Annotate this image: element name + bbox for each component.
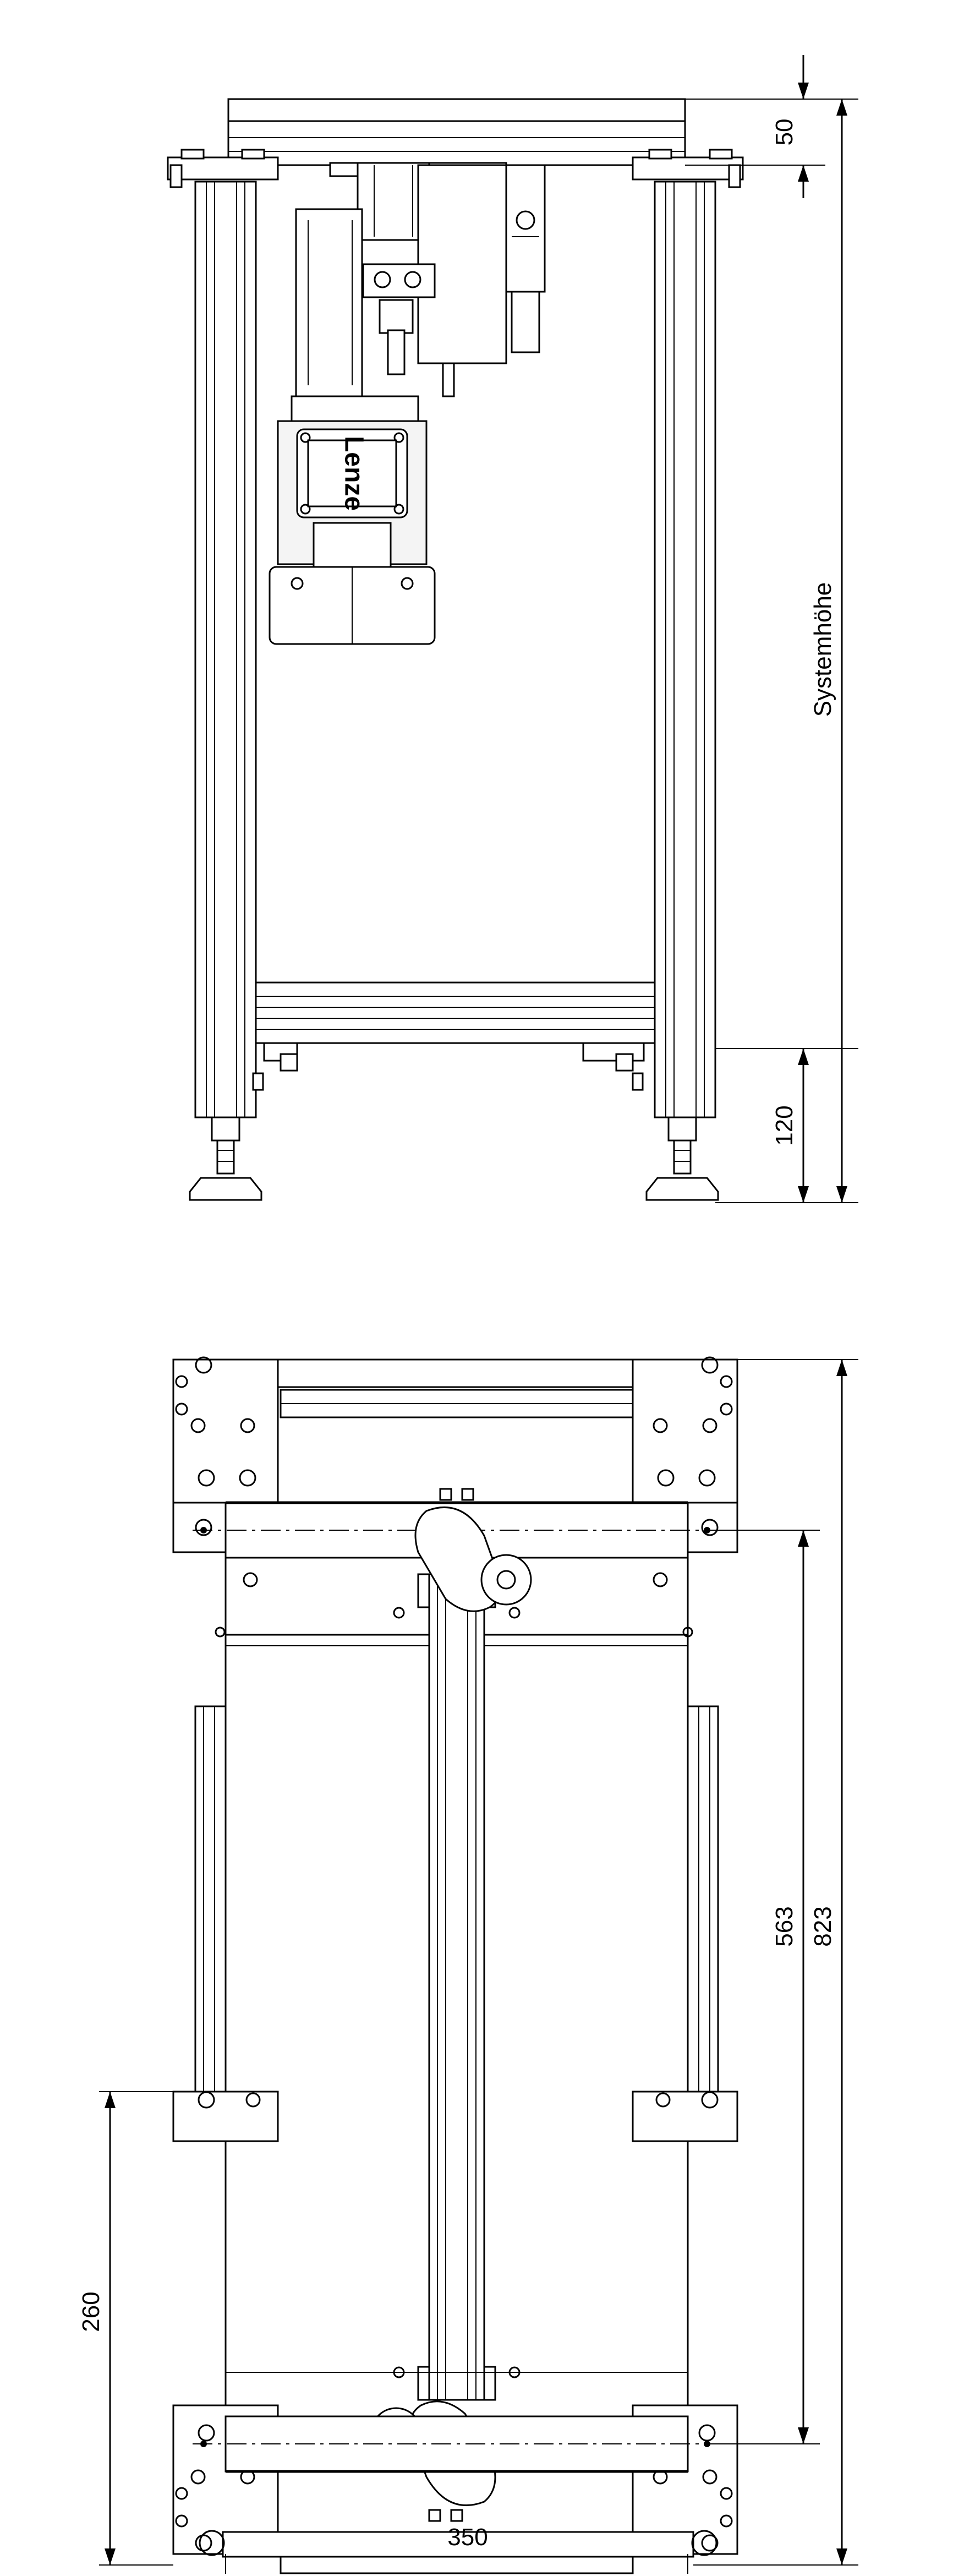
dim-823-label: 823 <box>809 1906 836 1946</box>
dim-350-label: 350 <box>447 2524 488 2551</box>
width-dimension <box>225 2554 688 2574</box>
left-foot <box>189 1116 262 1201</box>
top-view: 563 823 260 <box>78 1356 858 2574</box>
top-view-dimensions: 563 823 260 <box>78 1359 858 2566</box>
drive-assembly <box>295 162 546 397</box>
bottom-end-rail <box>199 2530 717 2574</box>
system-height-label: Systemhöhe <box>809 582 836 717</box>
right-foot <box>645 1116 719 1201</box>
conveyor-body <box>194 1557 719 2462</box>
dim-50-label: 50 <box>771 119 798 146</box>
right-leg <box>654 181 716 1118</box>
top-end-rail <box>199 1358 717 1418</box>
bottom-crossbar <box>252 981 656 1091</box>
side-view-dimensions: 50 Systemhöhe 120 <box>685 55 858 1203</box>
motor: Lenze <box>269 395 436 645</box>
left-leg <box>194 181 257 1118</box>
dim-120-label: 120 <box>771 1105 798 1145</box>
brand-label: Lenze <box>339 436 368 511</box>
dim-260-label: 260 <box>78 2291 105 2332</box>
width-dim-label-box: 350 <box>429 2524 506 2551</box>
dim-563-label: 563 <box>771 1906 798 1946</box>
upper-tensioner <box>414 1488 532 1612</box>
side-view: Lenze 50 Systemhöhe 120 <box>167 55 858 1203</box>
top-plate <box>167 98 744 188</box>
lower-roller <box>193 2415 726 2473</box>
